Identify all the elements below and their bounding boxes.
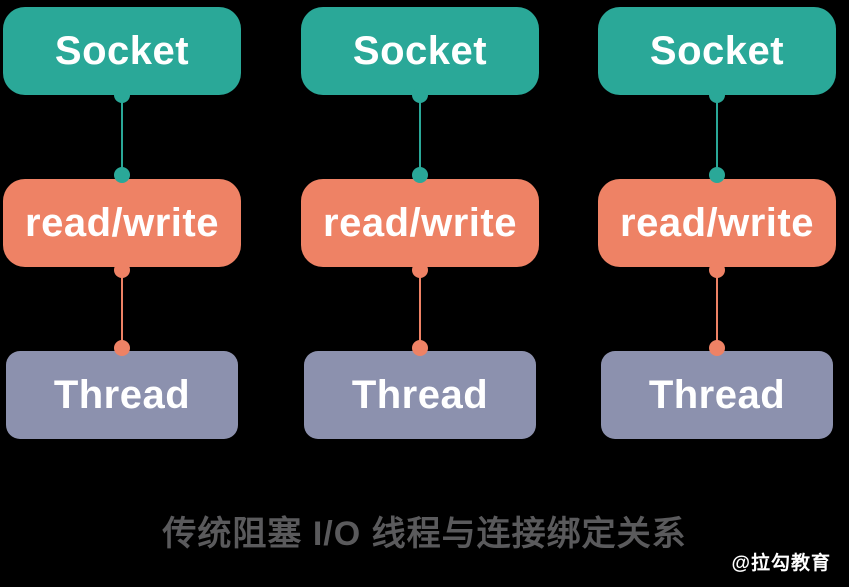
readwrite-label: read/write bbox=[620, 200, 814, 245]
connector-dot-readwrite-top bbox=[412, 167, 428, 183]
socket-label: Socket bbox=[649, 28, 785, 73]
connector-line-socket-readwrite bbox=[716, 95, 718, 175]
connector-dot-readwrite-bottom bbox=[114, 262, 130, 278]
thread-label: Thread bbox=[351, 372, 489, 417]
connector-line-socket-readwrite bbox=[121, 95, 123, 175]
connector-dot-socket-bottom bbox=[114, 87, 130, 103]
connector-line-readwrite-thread bbox=[716, 270, 718, 348]
connector-dot-readwrite-top bbox=[709, 167, 725, 183]
connector-dot-socket-bottom bbox=[709, 87, 725, 103]
thread-box: Thread bbox=[304, 351, 536, 439]
connector-line-readwrite-thread bbox=[121, 270, 123, 348]
readwrite-box: read/write bbox=[301, 179, 539, 267]
thread-box: Thread bbox=[6, 351, 238, 439]
io-binding-column-2: Socket read/write Thread bbox=[300, 0, 540, 470]
connector-line-readwrite-thread bbox=[419, 270, 421, 348]
thread-box: Thread bbox=[601, 351, 833, 439]
connector-dot-readwrite-bottom bbox=[412, 262, 428, 278]
readwrite-label: read/write bbox=[25, 200, 219, 245]
socket-box: Socket bbox=[598, 7, 836, 95]
connector-dot-thread-top bbox=[114, 340, 130, 356]
connector-dot-readwrite-top bbox=[114, 167, 130, 183]
connector-dot-socket-bottom bbox=[412, 87, 428, 103]
io-binding-column-1: Socket read/write Thread bbox=[2, 0, 242, 470]
connector-dot-thread-top bbox=[412, 340, 428, 356]
thread-label: Thread bbox=[648, 372, 786, 417]
io-binding-column-3: Socket read/write Thread bbox=[597, 0, 837, 470]
socket-box: Socket bbox=[301, 7, 539, 95]
connector-dot-readwrite-bottom bbox=[709, 262, 725, 278]
socket-label: Socket bbox=[352, 28, 488, 73]
readwrite-box: read/write bbox=[3, 179, 241, 267]
thread-label: Thread bbox=[53, 372, 191, 417]
connector-line-socket-readwrite bbox=[419, 95, 421, 175]
connector-dot-thread-top bbox=[709, 340, 725, 356]
watermark-lagou: @拉勾教育 bbox=[731, 553, 831, 574]
diagram-caption: 传统阻塞 I/O 线程与连接绑定关系 bbox=[162, 515, 687, 553]
socket-box: Socket bbox=[3, 7, 241, 95]
readwrite-box: read/write bbox=[598, 179, 836, 267]
socket-label: Socket bbox=[54, 28, 190, 73]
readwrite-label: read/write bbox=[323, 200, 517, 245]
